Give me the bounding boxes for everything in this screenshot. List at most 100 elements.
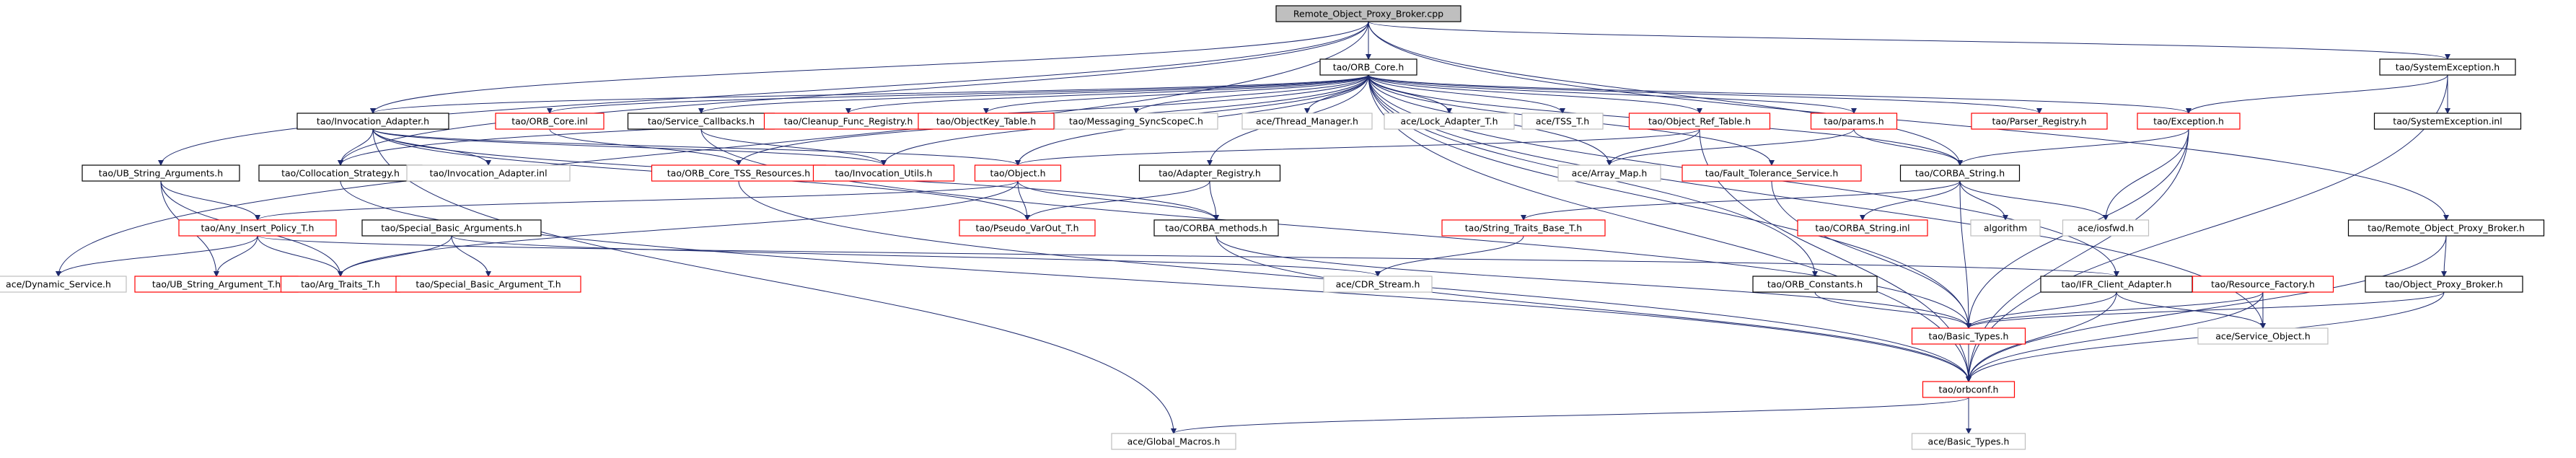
node-corba-string-inl[interactable]: tao/CORBA_String.inl <box>1797 219 1928 237</box>
node-root: Remote_Object_Proxy_Broker.cpp <box>1275 5 1461 22</box>
node-thr-mgr-h[interactable]: ace/Thread_Manager.h <box>1241 113 1373 130</box>
edge-inv_adapter_h-to-collocation_h <box>338 128 374 166</box>
node-label: tao/Parser_Registry.h <box>1992 116 2086 127</box>
node-inv-utils-h[interactable]: tao/Invocation_Utils.h <box>812 164 955 182</box>
node-collocation-h[interactable]: tao/Collocation_Strategy.h <box>258 164 423 182</box>
node-cdr-stream-h[interactable]: ace/CDR_Stream.h <box>1323 276 1433 293</box>
node-ub-string-arg-t-h[interactable]: tao/UB_String_Argument_T.h <box>134 276 299 293</box>
node-object-proxy-broker-h[interactable]: tao/Object_Proxy_Broker.h <box>2365 276 2523 293</box>
edge-any_insert_h-to-ub_string_arg_t_h <box>214 235 258 277</box>
node-label: tao/Special_Basic_Arguments.h <box>381 223 522 234</box>
node-params-h[interactable]: tao/params.h <box>1810 113 1898 130</box>
edge-obj_ref_table_h-to-object_h <box>1015 128 1700 166</box>
node-special-basic-args-h[interactable]: tao/Special_Basic_Arguments.h <box>361 219 542 237</box>
node-msg-sync-h[interactable]: tao/Messaging_SyncScopeC.h <box>1054 113 1218 130</box>
node-sysexc-inl[interactable]: tao/SystemException.inl <box>2373 113 2522 130</box>
node-inv-adapter-inl[interactable]: tao/Invocation_Adapter.inl <box>406 164 571 182</box>
node-exception-h[interactable]: tao/Exception.h <box>2137 113 2241 130</box>
node-label: tao/Pseudo_VarOut_T.h <box>975 223 1078 234</box>
edge-root-to-inv_adapter_h <box>370 21 1369 114</box>
edge-root-to-sysexc_h <box>1368 21 2450 60</box>
node-lock-adapter-h[interactable]: ace/Lock_Adapter_T.h <box>1384 113 1515 130</box>
node-orb-core-h[interactable]: tao/ORB_Core.h <box>1319 58 1417 76</box>
node-string-traits-h[interactable]: tao/String_Traits_Base_T.h <box>1441 219 1606 237</box>
node-tss-t-h[interactable]: ace/TSS_T.h <box>1521 113 1604 130</box>
node-label: ace/Basic_Types.h <box>1928 436 2010 447</box>
node-label: ace/CDR_Stream.h <box>1336 279 1420 290</box>
edge-object_h-to-arg_traits_h <box>338 180 1019 277</box>
node-arg-traits-h[interactable]: tao/Arg_Traits_T.h <box>280 276 401 293</box>
edge-root-to-collocation_h <box>338 21 1369 166</box>
edge-object_proxy_broker_h-to-basic_types_tao_h <box>1966 291 2445 329</box>
node-label: ace/iosfwd.h <box>2078 223 2134 234</box>
node-iosfwd-h[interactable]: ace/iosfwd.h <box>2062 219 2150 237</box>
node-basic-types-tao-h[interactable]: tao/Basic_Types.h <box>1911 327 2026 345</box>
node-parser-reg-h[interactable]: tao/Parser_Registry.h <box>1971 113 2108 130</box>
node-basic-types-ace-h[interactable]: ace/Basic_Types.h <box>1911 433 2026 450</box>
edge-corba_string_h-to-iosfwd_h <box>1959 180 2109 221</box>
edge-ifr_client_h-to-basic_types_tao_h <box>1966 291 2117 329</box>
node-dynamic-service-h[interactable]: ace/Dynamic_Service.h <box>0 276 127 293</box>
node-rop-broker-h[interactable]: tao/Remote_Object_Proxy_Broker.h <box>2347 219 2545 237</box>
node-pseudo-varout-h[interactable]: tao/Pseudo_VarOut_T.h <box>959 219 1096 237</box>
edge-special_basic_args_h-to-cdr_stream_h <box>451 235 1381 277</box>
node-orb-constants-h[interactable]: tao/ORB_Constants.h <box>1752 276 1878 293</box>
edge-orb_constants_h-to-basic_types_tao_h <box>1814 291 1971 329</box>
node-corba-string-h[interactable]: tao/CORBA_String.h <box>1899 164 2021 182</box>
node-label: tao/ORB_Core_TSS_Resources.h <box>667 168 810 179</box>
node-corba-methods-h[interactable]: tao/CORBA_methods.h <box>1153 219 1279 237</box>
node-algorithm[interactable]: algorithm <box>1970 219 2041 237</box>
edge-special_basic_args_h-to-special_basic_arg_t_h <box>451 235 491 277</box>
node-box <box>361 219 542 237</box>
node-ub-string-args-h[interactable]: tao/UB_String_Arguments.h <box>82 164 240 182</box>
edge-sysexc_h-to-orbconf_h <box>1966 74 2448 382</box>
edge-inv_adapter_h-to-inv_utils_h <box>372 128 887 166</box>
node-box <box>1557 164 1661 182</box>
node-label: tao/params.h <box>1824 116 1883 127</box>
node-objkey-h[interactable]: tao/ObjectKey_Table.h <box>918 113 1055 130</box>
edge-orb_core_h-to-cleanup_h <box>845 74 1369 114</box>
edge-corba_string_h-to-string_traits_h <box>1521 180 1961 221</box>
node-ft-service-h[interactable]: tao/Fault_Tolerance_Service.h <box>1682 164 1862 182</box>
edge-svc_cb_h-to-basic_types_tao_h <box>700 128 1971 329</box>
node-box <box>1810 113 1898 130</box>
node-box <box>178 219 337 237</box>
node-label: tao/CORBA_String.h <box>1915 168 2005 179</box>
node-adapter-reg-h[interactable]: tao/Adapter_Registry.h <box>1138 164 1281 182</box>
node-cleanup-h[interactable]: tao/Cleanup_Func_Registry.h <box>763 113 933 130</box>
node-label: tao/String_Traits_Base_T.h <box>1465 223 1582 234</box>
node-svc-cb-h[interactable]: tao/Service_Callbacks.h <box>627 113 775 130</box>
edge-orb_core_h-to-parser_reg_h <box>1368 74 2042 114</box>
node-box <box>296 113 449 130</box>
node-orb-core-tss-h[interactable]: tao/ORB_Core_TSS_Resources.h <box>651 164 827 182</box>
node-box <box>2365 276 2523 293</box>
node-inv-adapter-h[interactable]: tao/Invocation_Adapter.h <box>296 113 449 130</box>
node-special-basic-arg-t-h[interactable]: tao/Special_Basic_Argument_T.h <box>395 276 581 293</box>
edge-rop_broker_h-to-orbconf_h <box>1966 235 2447 382</box>
edge-resource_factory_h-to-basic_types_tao_h <box>1966 291 2264 329</box>
node-object-h[interactable]: tao/Object.h <box>974 164 1062 182</box>
node-label: tao/Basic_Types.h <box>1929 331 2009 342</box>
nodes-layer: Remote_Object_Proxy_Broker.cpp tao/ORB_Co… <box>0 5 2545 450</box>
node-obj-ref-table-h[interactable]: tao/Object_Ref_Table.h <box>1628 113 1771 130</box>
node-orbconf-h[interactable]: tao/orbconf.h <box>1922 381 2015 398</box>
node-sysexc-h[interactable]: tao/SystemException.h <box>2379 58 2516 76</box>
node-box <box>2379 58 2516 76</box>
edge-root-to-dynamic_service_h <box>56 21 1369 277</box>
node-label: ace/TSS_T.h <box>1536 116 1589 127</box>
node-box <box>2192 276 2334 293</box>
node-box <box>1441 219 1606 237</box>
node-global-macros-h[interactable]: ace/Global_Macros.h <box>1111 433 1236 450</box>
node-array-map-h[interactable]: ace/Array_Map.h <box>1557 164 1661 182</box>
node-label: ace/Service_Object.h <box>2215 331 2311 342</box>
node-resource-factory-h[interactable]: tao/Resource_Factory.h <box>2192 276 2334 293</box>
node-box <box>1911 327 2026 345</box>
edge-orb_core_h-to-tss_t_h <box>1368 74 1565 114</box>
node-any-insert-h[interactable]: tao/Any_Insert_Policy_T.h <box>178 219 337 237</box>
node-ifr-client-h[interactable]: tao/IFR_Client_Adapter.h <box>2040 276 2193 293</box>
node-service-object-h[interactable]: ace/Service_Object.h <box>2197 327 2329 345</box>
node-label: tao/UB_String_Argument_T.h <box>152 279 281 290</box>
edge-adapter_reg_h-to-pseudo_varout_h <box>1024 180 1210 221</box>
node-box <box>1797 219 1928 237</box>
node-orb-core-inl[interactable]: tao/ORB_Core.inl <box>495 113 605 130</box>
